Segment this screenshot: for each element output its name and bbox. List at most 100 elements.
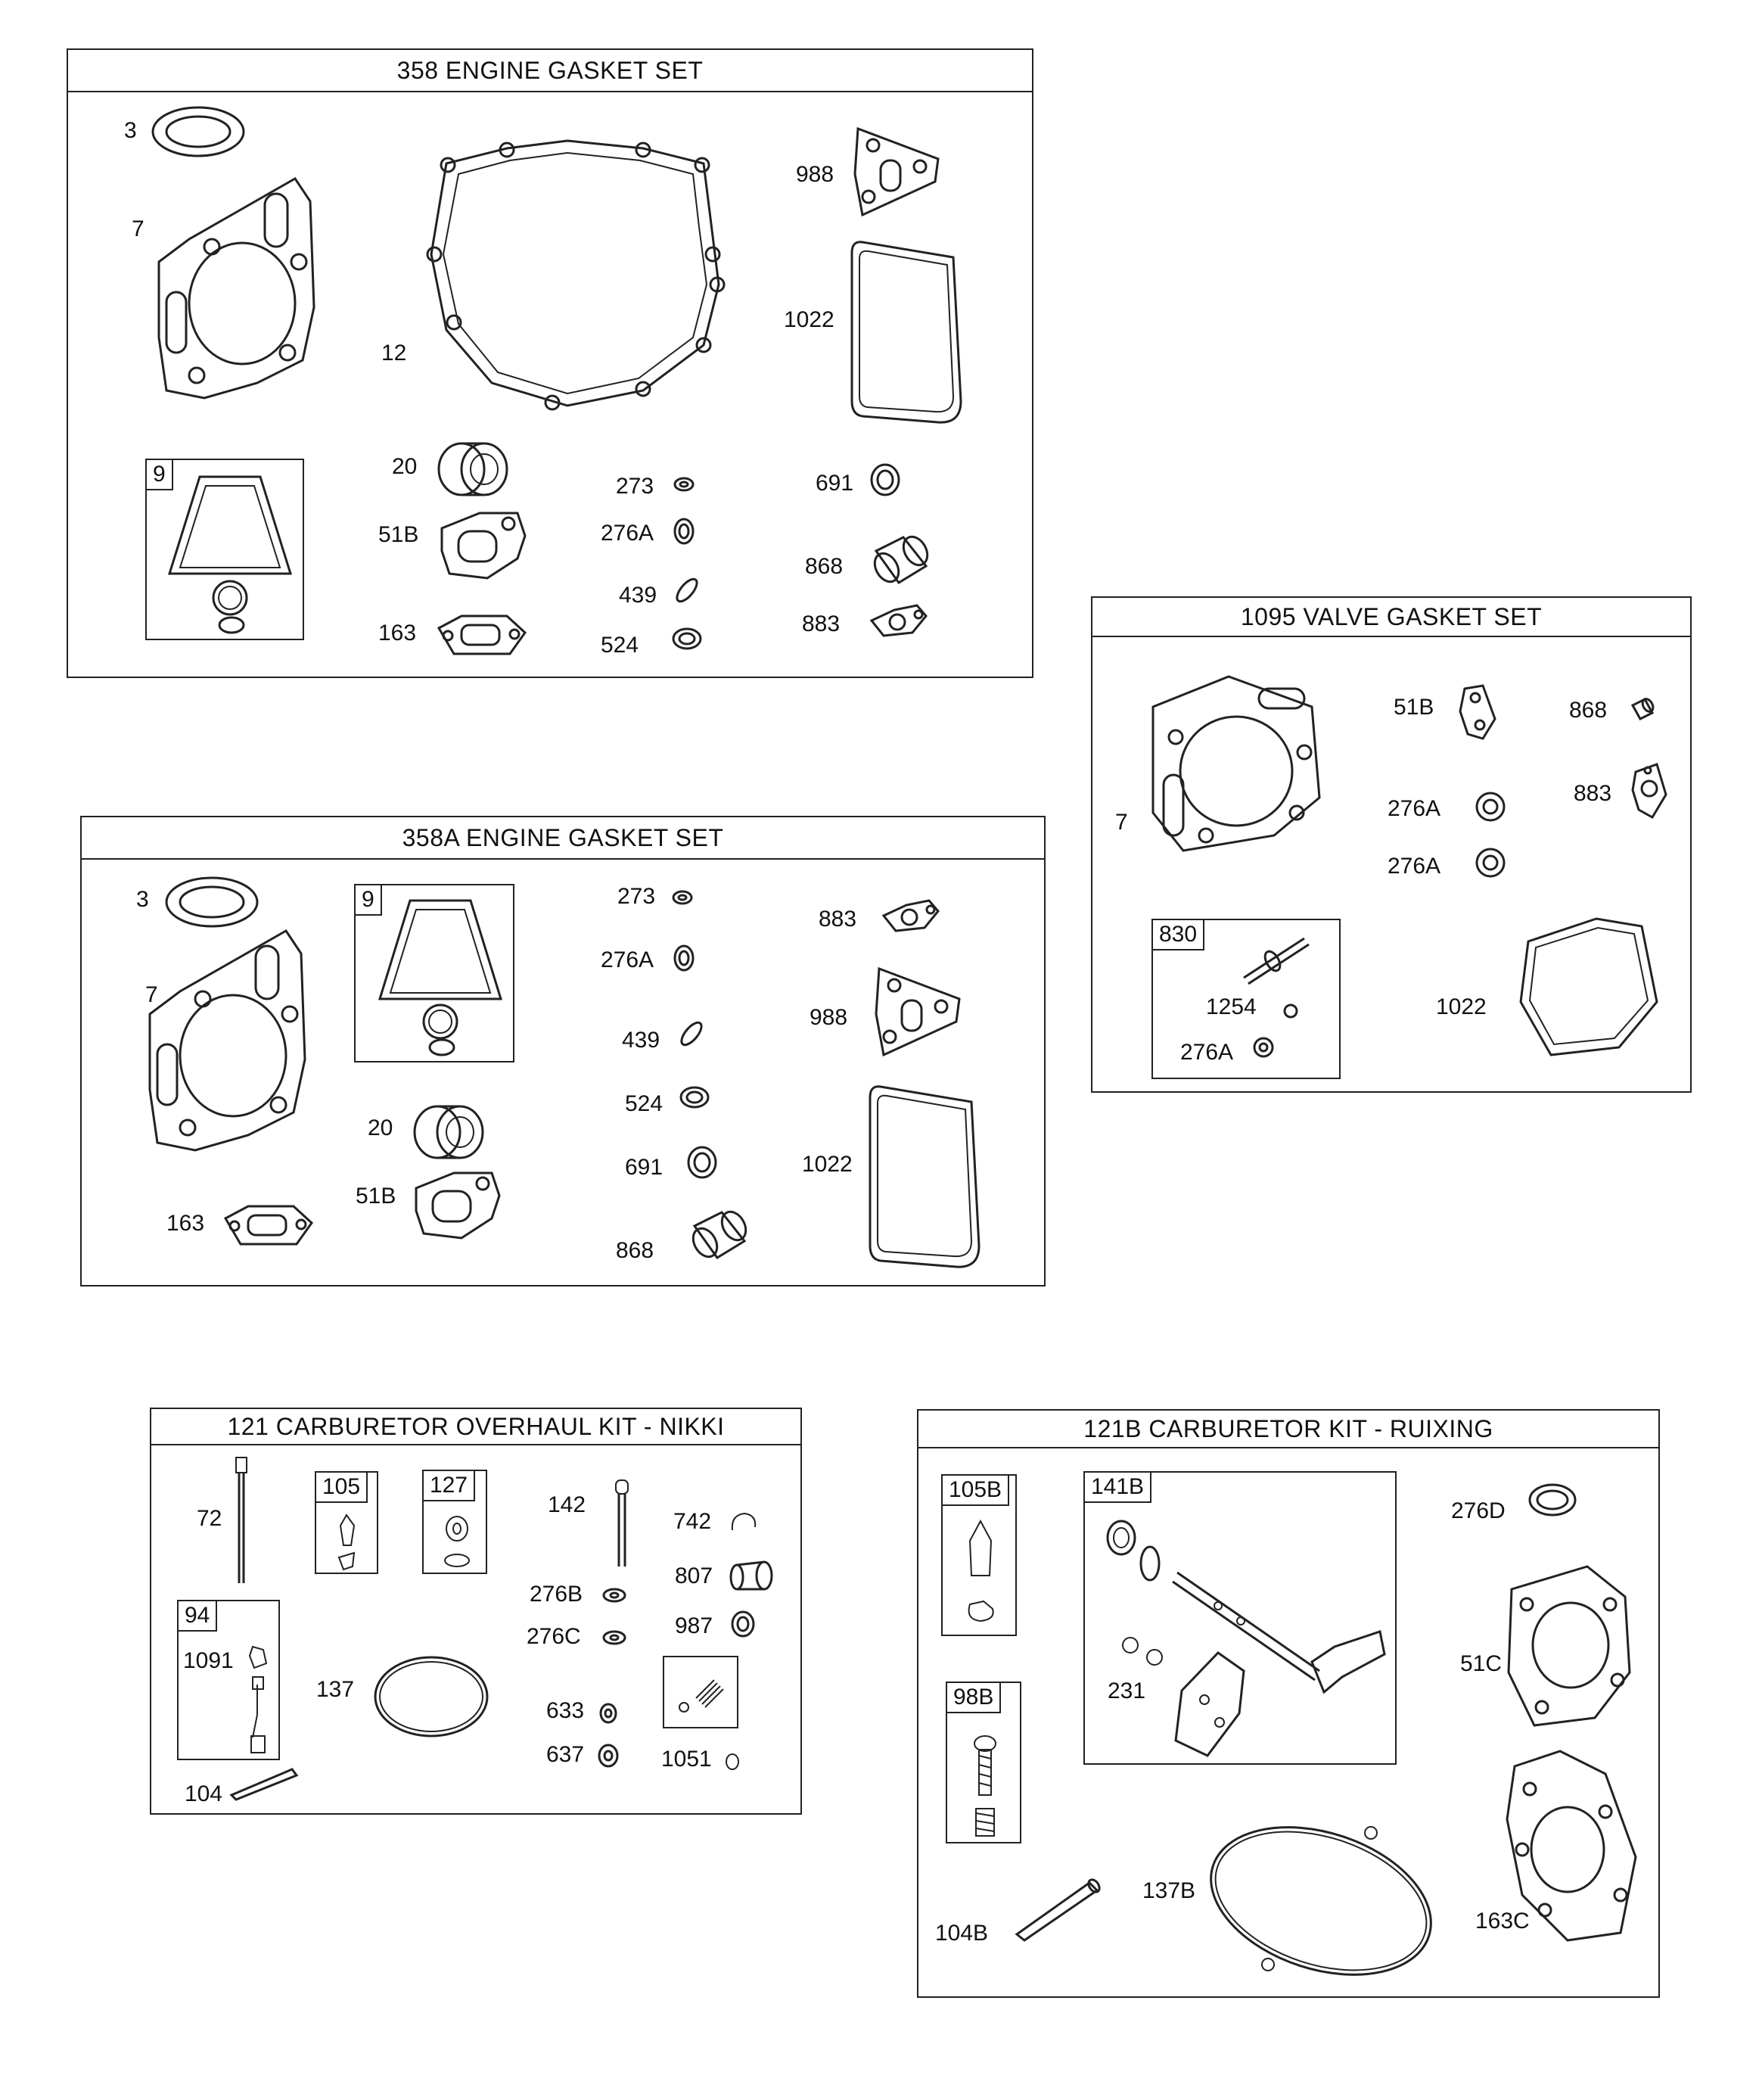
part-label: 104: [185, 1781, 223, 1806]
idle-tube-drawing: [615, 1479, 629, 1566]
washer-276c-drawing: [602, 1630, 626, 1645]
gasket-plate-drawing: [853, 126, 940, 217]
part-label: 163: [378, 621, 417, 646]
part-label: 868: [805, 554, 844, 579]
bushing-868-drawing: [873, 535, 929, 585]
part-label: 691: [625, 1155, 664, 1180]
rocker-cover-gasket-drawing: [869, 1085, 981, 1268]
sub-kit-tag: 127: [424, 1471, 476, 1501]
washer-637-drawing: [598, 1744, 619, 1768]
sub-kit-tag: 9: [147, 460, 173, 490]
part-label: 1022: [1436, 994, 1487, 1019]
part-label: 137B: [1142, 1878, 1196, 1903]
gasket-883-drawing: [869, 604, 928, 637]
part-label: 51B: [378, 522, 419, 547]
washer-276a-drawing: [673, 518, 695, 545]
oring-439-drawing: [680, 1021, 703, 1047]
washer-273-drawing: [672, 890, 693, 905]
float-needle-drawing: [968, 1519, 994, 1622]
sub-kit-tag: 141B: [1085, 1473, 1152, 1503]
part-label: 1022: [802, 1152, 853, 1177]
sub-kit-tag: 94: [179, 1601, 218, 1632]
part-label: 1254: [1206, 994, 1257, 1019]
part-label: 231: [1108, 1678, 1146, 1703]
part-label: 988: [810, 1005, 848, 1030]
oil-seal-drawing: [437, 442, 508, 496]
sub-kit-tag: 105B: [943, 1476, 1010, 1506]
part-label: 1051: [661, 1747, 712, 1772]
panel-358a-engine-gasket-set: 358A ENGINE GASKET SET 3 7 20 51B 163 27…: [80, 816, 1046, 1286]
part-label: 51B: [1394, 695, 1434, 720]
seal-276d-drawing: [1528, 1483, 1577, 1517]
part-label: 276A: [1388, 854, 1441, 879]
gasket-51b-drawing: [440, 512, 527, 580]
nut-276a-drawing: [1475, 792, 1506, 822]
part-label: 637: [546, 1742, 585, 1767]
part-label: 868: [1569, 698, 1608, 723]
sub-kit-94: 94 1091: [177, 1600, 280, 1760]
part-label: 633: [546, 1698, 585, 1723]
panel-title: 121B CARBURETOR KIT - RUIXING: [918, 1411, 1658, 1448]
seal-691-drawing: [870, 463, 900, 496]
part-label: 883: [1574, 781, 1612, 806]
part-label: 868: [616, 1238, 654, 1263]
sub-kit-9: 9: [145, 459, 304, 640]
float-bowl-gasket-drawing: [374, 1656, 489, 1738]
part-label: 439: [622, 1028, 660, 1053]
panel-358-engine-gasket-set: 358 ENGINE GASKET SET 3 7 12 988 1022 20…: [67, 48, 1033, 678]
part-label: 273: [617, 884, 656, 909]
part-label: 7: [145, 982, 158, 1007]
part-label: 20: [368, 1115, 393, 1140]
float-pin-drawing: [229, 1768, 299, 1801]
part-label: 276D: [1451, 1498, 1506, 1523]
part-label: 163C: [1475, 1909, 1530, 1934]
rocker-cover-gasket-drawing: [850, 241, 962, 424]
cylinder-head-gasket-drawing: [148, 929, 306, 1152]
part-label: 276A: [1388, 796, 1441, 821]
sub-kit-105b: 105B: [941, 1474, 1017, 1636]
part-label: 51C: [1460, 1651, 1503, 1676]
seal-987-drawing: [731, 1610, 755, 1638]
oring-524-drawing: [672, 627, 702, 650]
part-label: 524: [625, 1091, 664, 1116]
part-label: 524: [601, 633, 639, 658]
part-label: 142: [548, 1492, 586, 1517]
cylinder-head-gasket-drawing: [1151, 675, 1321, 852]
bushing-868-drawing: [691, 1210, 747, 1260]
sub-kit-tag: 98B: [947, 1683, 1002, 1713]
idle-screw-drawing: [974, 1735, 996, 1837]
spring-drawing: [679, 1679, 724, 1713]
sub-kit-tag: 105: [316, 1473, 368, 1503]
washer-273-drawing: [673, 477, 695, 492]
panel-title: 1095 VALVE GASKET SET: [1092, 598, 1690, 637]
part-label: 72: [197, 1506, 222, 1531]
part-label: 7: [132, 216, 145, 241]
part-label: 1091: [183, 1648, 234, 1673]
gasket-plate-drawing: [875, 966, 961, 1057]
main-nozzle-drawing: [235, 1457, 247, 1583]
sub-kit-98b: 98B: [946, 1682, 1021, 1843]
panel-title: 121 CARBURETOR OVERHAUL KIT - NIKKI: [151, 1409, 800, 1445]
part-label: 163: [166, 1211, 205, 1236]
seal-ring-drawing: [151, 106, 245, 157]
panel-title: 358 ENGINE GASKET SET: [68, 50, 1032, 92]
gasket-51b-drawing: [415, 1171, 501, 1240]
washer-633-drawing: [599, 1703, 617, 1724]
nut-276a-drawing: [1475, 848, 1506, 878]
part-label: 273: [616, 474, 654, 499]
valve-cover-gasket-drawing: [167, 475, 293, 634]
oring-524-drawing: [679, 1086, 710, 1109]
seal-set-drawing: [444, 1516, 470, 1567]
gasket-51b-drawing: [1459, 684, 1496, 740]
part-label: 3: [124, 118, 137, 143]
clip-1051-drawing: [726, 1753, 739, 1770]
crankcase-gasket-drawing: [426, 139, 726, 411]
panel-1095-valve-gasket-set: 1095 VALVE GASKET SET 7 51B 868 883 276A…: [1091, 596, 1692, 1093]
gasket-163-drawing: [437, 614, 527, 655]
part-label: 807: [675, 1563, 713, 1588]
panel-121b-carburetor-kit: 121B CARBURETOR KIT - RUIXING 276D 51C 1…: [917, 1409, 1660, 1998]
float-pin-drawing: [1015, 1878, 1101, 1942]
part-label: 276C: [527, 1624, 581, 1649]
sub-kit-141b: 141B 231: [1083, 1471, 1397, 1765]
oil-seal-drawing: [413, 1105, 484, 1159]
